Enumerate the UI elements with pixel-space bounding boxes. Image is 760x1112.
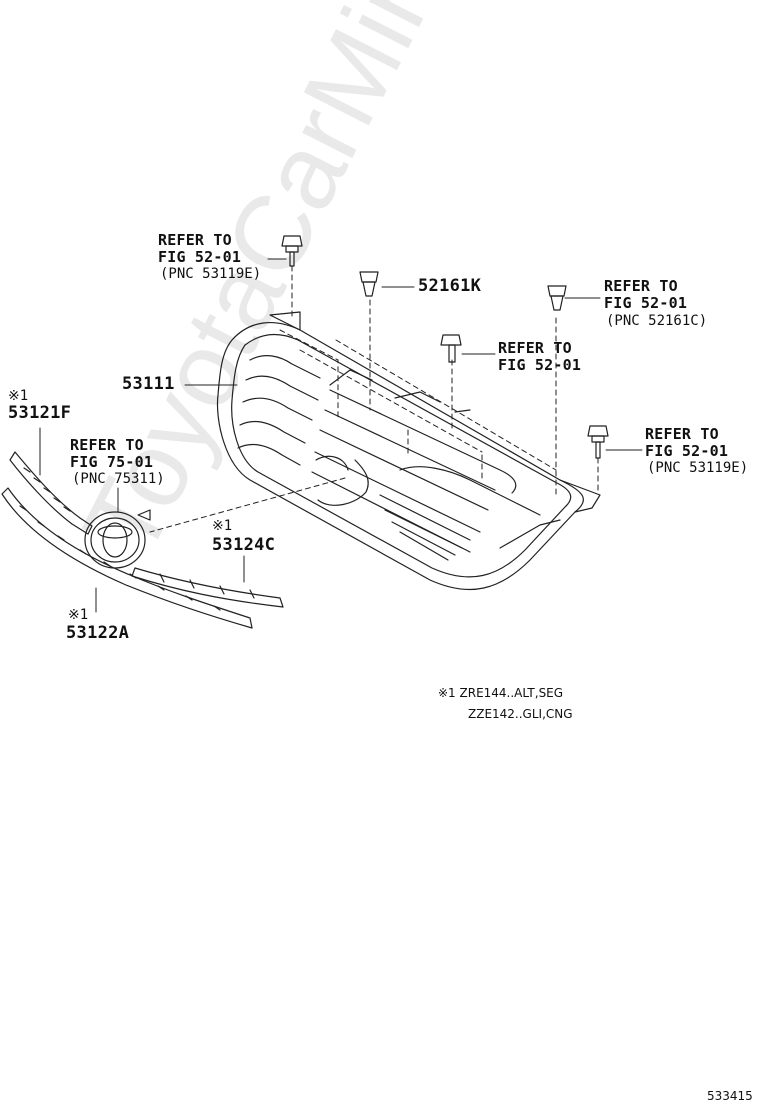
callout-emblem-pnc: (PNC 75311) (72, 471, 165, 487)
molding-53121f (9, 451, 93, 535)
callout-emblem-fig: FIG 75-01 (70, 453, 154, 471)
clip-52161k (359, 271, 379, 297)
part-number-53124c: 53124C (212, 535, 276, 555)
screw-53119e-left (281, 235, 303, 267)
callout-bolt-refer: REFER TO (498, 339, 572, 357)
emblem (84, 509, 151, 569)
callout-emblem-refer: REFER TO (70, 436, 144, 454)
molding-53122a (1, 487, 253, 629)
callout-top-right-fig: FIG 52-01 (604, 294, 688, 312)
callout-right-fig: FIG 52-01 (645, 442, 729, 460)
screw-53119e-right (587, 425, 609, 459)
part-number-53122a: 53122A (66, 623, 130, 643)
molding-53124c (131, 567, 284, 608)
callout-bolt-fig: FIG 52-01 (498, 356, 582, 374)
part-number-53121f: 53121F (8, 403, 72, 423)
bolt-52-01 (440, 334, 462, 363)
callout-top-left-pnc: (PNC 53119E) (160, 266, 262, 282)
radiator-grille-53111 (216, 311, 601, 591)
clip-52161c (547, 285, 567, 311)
callout-top-left-refer: REFER TO (158, 231, 232, 249)
note-line-2: ZZE142..GLI,CNG (468, 707, 573, 721)
outer-molding-mark: ※1 (68, 607, 89, 623)
part-number-52161k: 52161K (418, 276, 482, 296)
callout-right-refer: REFER TO (645, 425, 719, 443)
callout-top-right-refer: REFER TO (604, 277, 678, 295)
part-number-53111: 53111 (122, 374, 175, 394)
lower-molding-mark: ※1 (212, 518, 233, 534)
callout-top-right-pnc: (PNC 52161C) (606, 313, 708, 329)
note-line-1: ※1 ZRE144..ALT,SEG (438, 686, 564, 700)
callout-top-left-fig: FIG 52-01 (158, 248, 242, 266)
figure-id: 533415 (707, 1089, 753, 1103)
callout-right-pnc: (PNC 53119E) (647, 460, 749, 476)
upper-molding-mark: ※1 (8, 388, 29, 404)
